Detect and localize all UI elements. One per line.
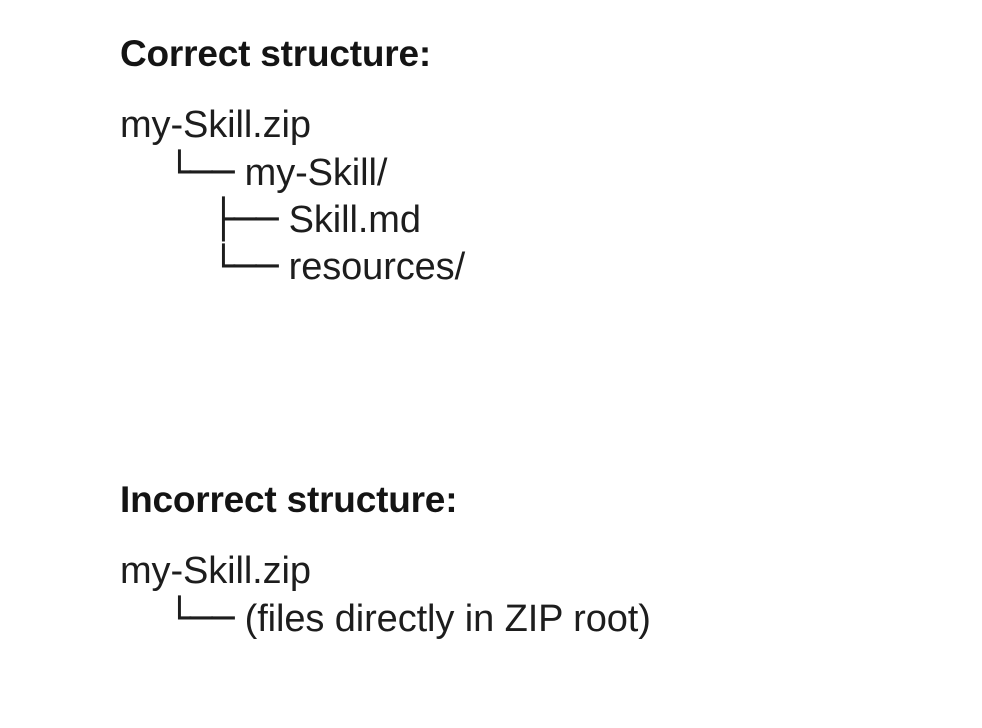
tree-node-label: my-Skill/ [244,151,388,194]
tree-branch-glyph: └── [168,595,235,640]
tree-row: └──resources/ [120,243,465,290]
tree-node-label: resources/ [288,245,466,288]
incorrect-structure-heading: Incorrect structure: [120,479,458,520]
incorrect-structure-tree: my-Skill.zip └──(files directly in ZIP r… [120,548,651,642]
tree-node-label: Skill.md [288,198,421,241]
tree-branch-glyph: └── [168,149,235,194]
tree-row: my-Skill.zip [120,548,651,595]
correct-structure-tree: my-Skill.zip └──my-Skill/ ├──Skill.md └─… [120,102,465,290]
tree-node-label: (files directly in ZIP root) [244,597,651,640]
correct-structure-heading: Correct structure: [120,33,431,74]
tree-node-label: my-Skill.zip [120,549,311,592]
tree-row: ├──Skill.md [120,196,465,243]
tree-row: my-Skill.zip [120,102,465,149]
tree-branch-glyph: ├── [212,196,279,241]
tree-node-label: my-Skill.zip [120,103,311,146]
tree-row: └──(files directly in ZIP root) [120,595,651,642]
tree-row: └──my-Skill/ [120,149,465,196]
correct-structure-section: Correct structure: my-Skill.zip └──my-Sk… [120,32,465,290]
incorrect-structure-section: Incorrect structure: my-Skill.zip └──(fi… [120,478,651,642]
tree-branch-glyph: └── [212,243,279,288]
